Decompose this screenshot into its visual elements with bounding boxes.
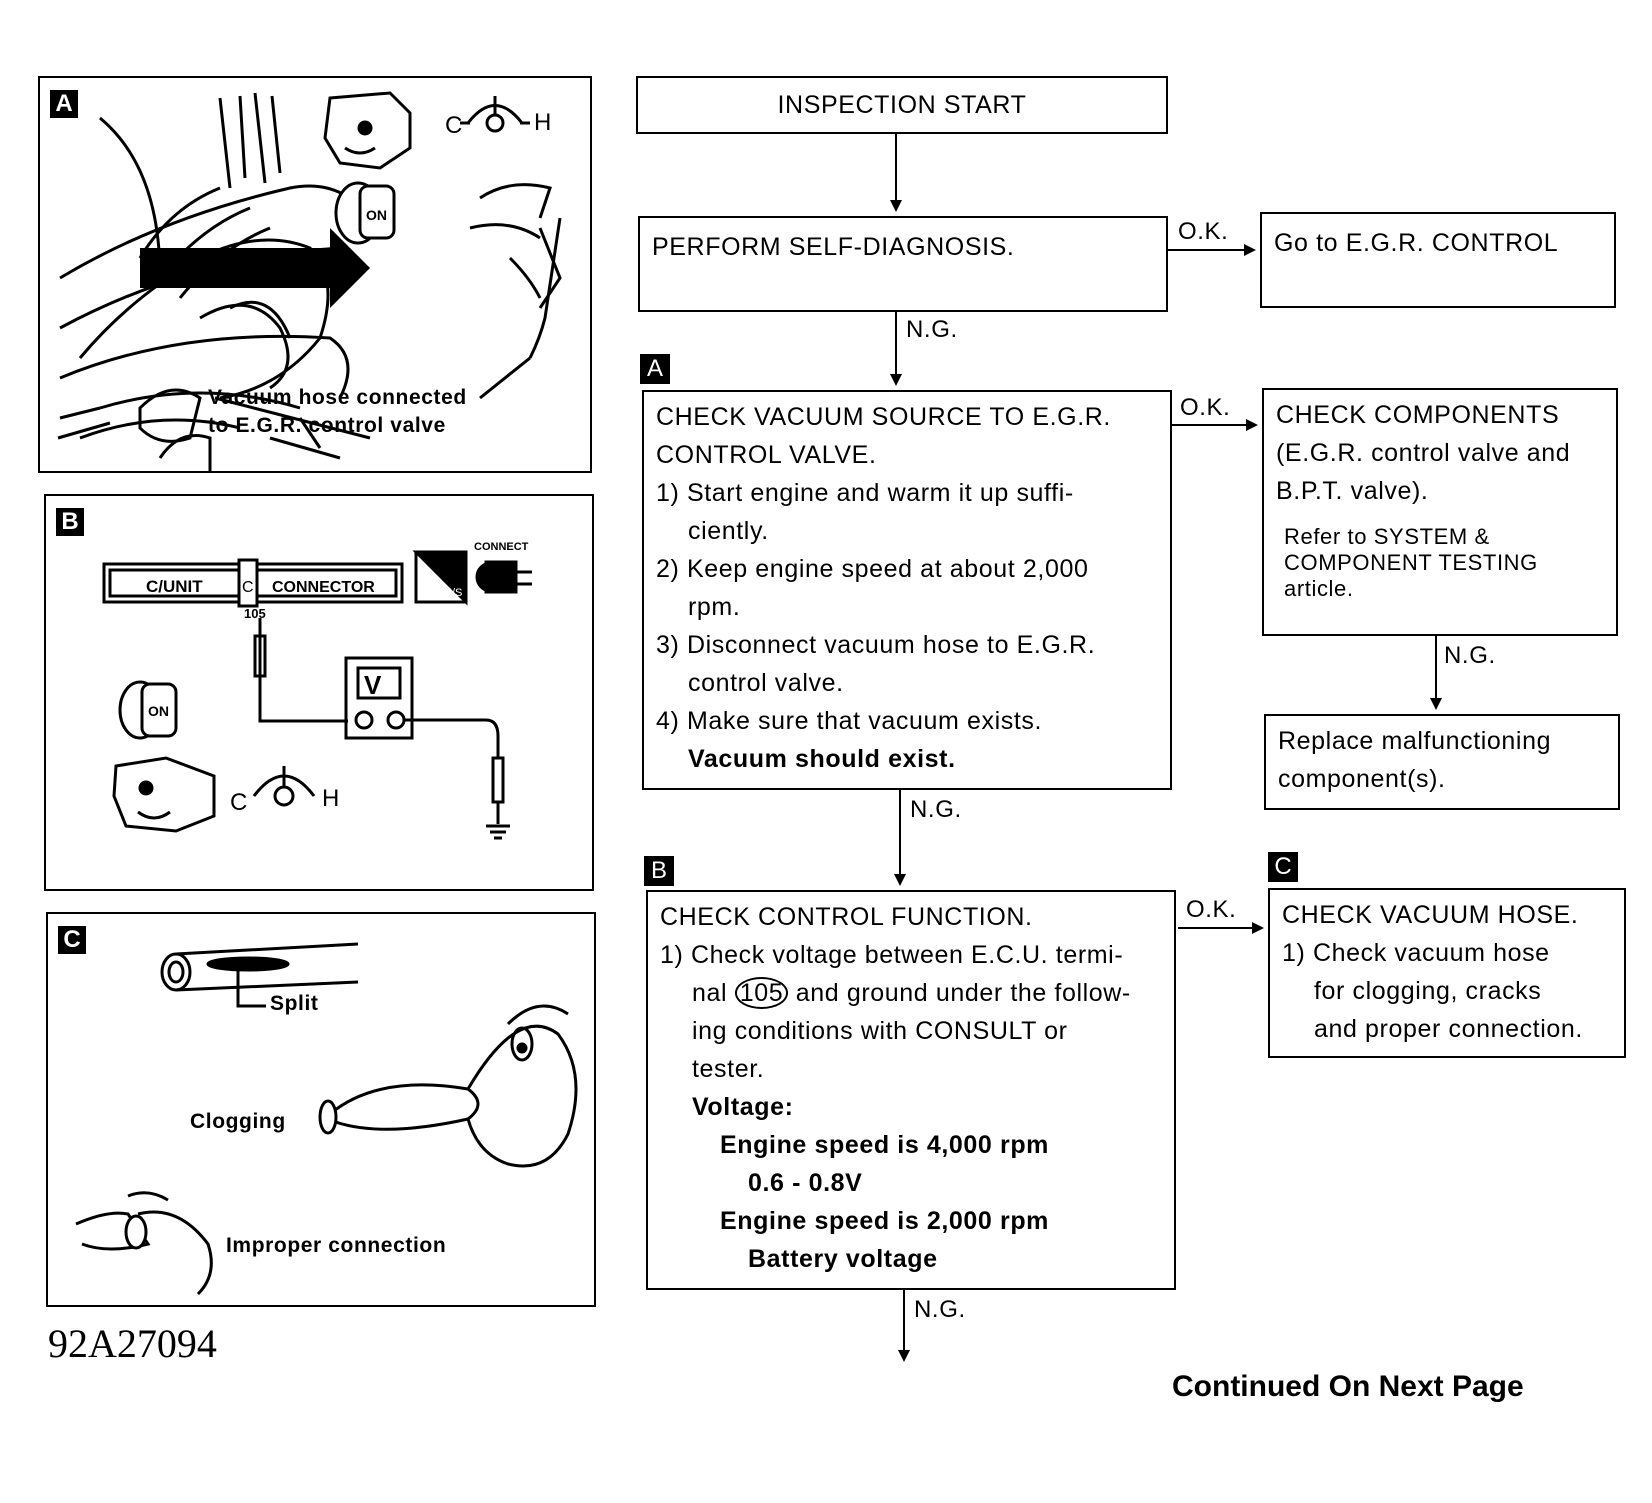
ng-label-control: N.G.	[914, 1296, 966, 1323]
check-control-cond2: Engine speed is 2,000 rpm	[720, 1207, 1050, 1235]
terminal-105-badge: 105	[734, 977, 789, 1009]
panel-b-tag: B	[56, 508, 84, 536]
panel-a-gauge-c: C	[445, 112, 462, 139]
step-tag-a: A	[640, 354, 670, 384]
panel-c-tag: C	[58, 926, 86, 954]
check-control-step1c: ing conditions with CONSULT or	[692, 1017, 1068, 1045]
check-components-title2: (E.G.R. control valve and	[1276, 439, 1571, 467]
check-vacuum-title1: CHECK VACUUM SOURCE TO E.G.R.	[656, 403, 1111, 431]
check-control-function-box: CHECK CONTROL FUNCTION. 1) Check voltage…	[646, 890, 1176, 1290]
check-control-step1b-pre: nal	[692, 979, 735, 1007]
vacuum-hose-faults-illustration	[75, 942, 578, 1296]
panel-c-clogging-label: Clogging	[190, 1110, 286, 1133]
inspection-start-box: INSPECTION START	[636, 76, 1168, 134]
check-hose-step1a: 1) Check vacuum hose	[1282, 939, 1550, 967]
panel-b-hs: H/S	[444, 587, 462, 599]
check-control-step1b-post: and ground under the follow-	[788, 979, 1131, 1007]
check-control-title: CHECK CONTROL FUNCTION.	[660, 903, 1033, 931]
check-vacuum-step4: 4) Make sure that vacuum exists.	[656, 707, 1043, 735]
replace-line2: component(s).	[1278, 765, 1446, 793]
check-components-note: Refer to SYSTEM & COMPONENT TESTING arti…	[1276, 524, 1604, 602]
check-control-val1: 0.6 - 0.8V	[748, 1169, 863, 1197]
panel-a-caption-line1: Vacuum hose connected	[208, 386, 467, 409]
ng-label-vacuum: N.G.	[910, 796, 962, 823]
check-vacuum-step3b: control valve.	[688, 669, 844, 697]
check-hose-step1b: for clogging, cracks	[1314, 977, 1542, 1005]
ok-label-self-diag: O.K.	[1178, 218, 1229, 245]
panel-b-connect: CONNECT	[474, 541, 529, 553]
check-vacuum-source-box: CHECK VACUUM SOURCE TO E.G.R. CONTROL VA…	[642, 390, 1172, 790]
ng-label-self-diag: N.G.	[906, 316, 958, 343]
panel-a-gauge-h: H	[534, 109, 551, 136]
step-tag-b: B	[644, 856, 674, 886]
check-vacuum-hose-box: CHECK VACUUM HOSE. 1) Check vacuum hose …	[1268, 888, 1626, 1058]
panel-b-meter: V	[364, 670, 382, 700]
check-control-step1a: 1) Check voltage between E.C.U. termi-	[660, 941, 1124, 969]
engine-bay-illustration: ON C H	[57, 91, 562, 471]
panel-b-gauge-c: C	[230, 789, 247, 816]
check-vacuum-step3a: 3) Disconnect vacuum hose to E.G.R.	[656, 631, 1096, 659]
check-hose-title: CHECK VACUUM HOSE.	[1282, 901, 1579, 929]
check-components-note1: Refer to SYSTEM &	[1284, 524, 1490, 549]
panel-b-gauge-h: H	[322, 785, 339, 812]
ng-label-components: N.G.	[1444, 642, 1496, 669]
step-tag-c: C	[1268, 852, 1298, 882]
check-control-voltage-label: Voltage:	[692, 1093, 794, 1121]
replace-component-box: Replace malfunctioning component(s).	[1264, 714, 1620, 810]
panel-b-key-on: ON	[148, 703, 169, 719]
voltmeter-wiring-illustration: C/UNIT C CONNECTOR 105 V CONNECT H/S ON	[102, 541, 532, 840]
check-control-step1d: tester.	[692, 1055, 765, 1083]
check-components-box: CHECK COMPONENTS (E.G.R. control valve a…	[1262, 388, 1618, 636]
self-diagnosis-text: PERFORM SELF-DIAGNOSIS.	[652, 233, 1015, 261]
check-vacuum-step1b: ciently.	[688, 517, 769, 545]
illustration-panel-b: B C/UNIT C CONNECTOR 105 V	[44, 494, 594, 891]
ok-label-vacuum: O.K.	[1180, 394, 1231, 421]
inspection-start-text: INSPECTION START	[777, 91, 1027, 119]
check-control-cond1: Engine speed is 4,000 rpm	[720, 1131, 1050, 1159]
self-diagnosis-box: PERFORM SELF-DIAGNOSIS.	[638, 216, 1168, 312]
panel-c-split-label: Split	[270, 992, 319, 1015]
goto-egr-control-box: Go to E.G.R. CONTROL	[1260, 212, 1616, 308]
check-hose-step1c: and proper connection.	[1314, 1015, 1583, 1043]
goto-egr-control-text: Go to E.G.R. CONTROL	[1274, 229, 1559, 257]
panel-b-connector: CONNECTOR	[272, 579, 375, 596]
illustration-panel-a: A	[38, 76, 592, 473]
panel-b-connector-c: C	[242, 579, 254, 596]
illustration-panel-c: C Split Clogging Improper connection	[46, 912, 596, 1307]
figure-id: 92A27094	[48, 1321, 217, 1366]
check-components-note3: article.	[1284, 576, 1354, 601]
check-components-note2: COMPONENT TESTING	[1284, 550, 1538, 575]
check-components-title3: B.P.T. valve).	[1276, 477, 1429, 505]
check-vacuum-step2a: 2) Keep engine speed at about 2,000	[656, 555, 1089, 583]
panel-b-cunit: C/UNIT	[146, 577, 203, 596]
ok-label-control: O.K.	[1186, 896, 1237, 923]
check-components-title1: CHECK COMPONENTS	[1276, 401, 1560, 429]
check-vacuum-result: Vacuum should exist.	[688, 745, 956, 773]
check-vacuum-title2: CONTROL VALVE.	[656, 441, 877, 469]
check-vacuum-step2b: rpm.	[688, 593, 741, 621]
continued-note: Continued On Next Page	[1172, 1370, 1524, 1403]
replace-line1: Replace malfunctioning	[1278, 727, 1552, 755]
panel-a-tag: A	[50, 90, 78, 118]
check-control-step1b: nal 105 and ground under the follow-	[660, 974, 1162, 1012]
panel-b-terminal: 105	[244, 606, 266, 621]
check-vacuum-step1a: 1) Start engine and warm it up suffi-	[656, 479, 1074, 507]
check-control-val2: Battery voltage	[748, 1245, 938, 1273]
panel-c-improper-label: Improper connection	[226, 1234, 447, 1257]
panel-a-key-on: ON	[366, 207, 387, 223]
panel-a-caption-line2: to E.G.R. control valve	[208, 414, 446, 437]
